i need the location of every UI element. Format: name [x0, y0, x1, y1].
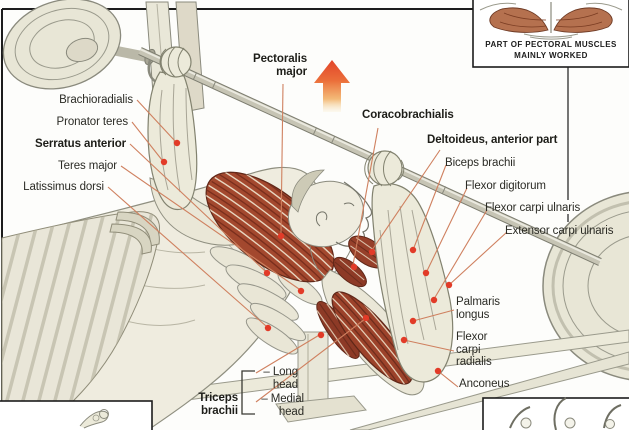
label-anconeus: Anconeus	[459, 378, 510, 390]
dot-triceps-long-head	[317, 331, 325, 339]
dot-latissimus-dorsi	[264, 324, 272, 332]
dot-flexor-carpi-radialis	[400, 336, 408, 344]
dot-pectoralis-major	[277, 232, 285, 240]
leader-brachioradialis	[136, 99, 176, 142]
dot-deltoideus	[368, 248, 376, 256]
label-deltoideus-anterior: Deltoideus, anterior part	[427, 134, 558, 146]
leader-triceps-medial-head	[255, 318, 366, 403]
dot-biceps-brachii	[409, 246, 417, 254]
dot-flexor-carpi-ulnaris	[430, 296, 438, 304]
dot-palmaris-longus	[409, 317, 417, 325]
right-forearm	[364, 150, 454, 383]
label-triceps-medial-head: – Medial head	[261, 393, 304, 418]
leader-flexor-carpi-ulnaris	[433, 209, 488, 300]
label-palmaris-longus: Palmaris longus	[456, 296, 500, 321]
bench	[89, 329, 629, 430]
leader-anconeus	[437, 370, 459, 388]
left-hand-fist	[160, 46, 192, 78]
dot-pronator-teres	[160, 158, 168, 166]
leader-palmaris-longus	[412, 309, 455, 322]
label-pronator-teres: Pronator teres	[56, 116, 129, 128]
leader-coracobrachialis	[352, 127, 379, 266]
dot-flexor-digitorum	[422, 269, 430, 277]
dot-triceps-medial-head	[362, 314, 370, 322]
hair	[291, 169, 325, 213]
right-hand-fist	[367, 150, 403, 186]
inset-pectoral-thumbnail	[472, 0, 629, 68]
leader-pectoralis-major	[280, 83, 284, 234]
marker-dots	[160, 139, 453, 375]
label-triceps-brachii: Triceps brachii	[198, 392, 238, 417]
dot-extensor-carpi-ulnaris	[445, 281, 453, 289]
label-flexor-digitorum: Flexor digitorum	[465, 180, 546, 192]
label-flexor-carpi-radialis: Flexor carpi radialis	[456, 331, 492, 369]
dot-serratus-anterior	[263, 269, 271, 277]
leader-triceps-long-head	[255, 333, 322, 374]
leader-latissimus-dorsi	[107, 186, 267, 327]
label-latissimus-dorsi: Latissimus dorsi	[23, 181, 104, 193]
leader-teres-major	[120, 165, 300, 290]
eye	[343, 202, 355, 207]
label-pectoralis-major: Pectoralis major	[253, 53, 307, 78]
inset-bottom-right-thumbnail	[482, 397, 629, 430]
up-arrow-icon	[314, 60, 350, 112]
leader-pronator-teres	[131, 121, 163, 161]
dot-anconeus	[434, 367, 442, 375]
label-biceps-brachii: Biceps brachii	[445, 157, 516, 169]
inset-bottom-left-thumbnail	[0, 400, 153, 430]
label-coracobrachialis: Coracobrachialis	[362, 109, 454, 121]
label-extensor-carpi-ulnaris: Extensor carpi ulnaris	[505, 225, 614, 237]
dot-brachioradialis	[173, 139, 181, 147]
leader-lines	[107, 83, 508, 403]
dot-teres-major	[297, 287, 305, 295]
label-brachioradialis: Brachioradialis	[59, 94, 133, 106]
ear	[315, 211, 328, 227]
label-flexor-carpi-ulnaris: Flexor carpi ulnaris	[485, 202, 581, 214]
label-triceps-long-head: – Long head	[263, 366, 298, 391]
label-serratus-anterior: Serratus anterior	[35, 138, 126, 150]
leader-extensor-carpi-ulnaris	[448, 231, 508, 286]
triceps-bracket	[241, 370, 255, 415]
label-teres-major: Teres major	[58, 160, 117, 172]
dot-coracobrachialis	[350, 263, 358, 271]
leader-biceps-brachii	[412, 164, 447, 251]
left-forearm	[147, 46, 198, 211]
inset-caption-line2: MAINLY WORKED	[514, 51, 588, 60]
leader-deltoideus	[371, 149, 441, 251]
inset-caption-line1: PART OF PECTORAL MUSCLES	[485, 40, 617, 49]
right-upper-arm	[316, 269, 425, 396]
leader-flexor-carpi-radialis	[403, 339, 455, 352]
leader-flexor-digitorum	[425, 187, 468, 274]
